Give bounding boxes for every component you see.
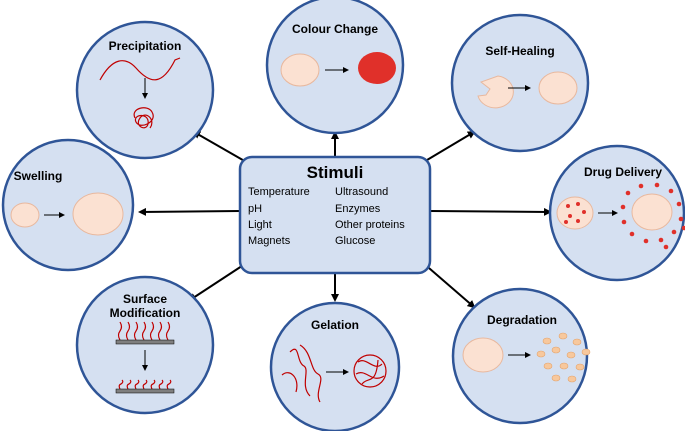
stimulus-item: Temperature — [248, 186, 310, 198]
substrate-bottom — [115, 388, 175, 394]
free-polymer-chains — [281, 344, 322, 403]
arrow-to-self-healing — [421, 130, 476, 164]
gelation-title: Gelation — [311, 318, 359, 332]
swollen-particle — [72, 192, 124, 236]
gelation-node: Gelation — [269, 301, 401, 431]
red-particle — [358, 52, 396, 84]
precipitation-title: Precipitation — [109, 39, 182, 53]
released-drug-molecules — [620, 182, 685, 250]
stimulus-item: pH — [248, 203, 262, 215]
arrow-to-drug-delivery — [429, 207, 552, 216]
self-healing-title: Self-Healing — [485, 44, 554, 58]
drug-delivery-title: Drug Delivery — [584, 165, 662, 179]
degraded-fragments — [536, 332, 591, 383]
loaded-carrier — [556, 196, 594, 230]
surface-modification-title-line1: Surface — [123, 292, 167, 306]
collapsed-brushes — [118, 379, 172, 390]
drug-molecules-inside — [564, 202, 586, 224]
stimulus-item: Light — [248, 219, 272, 231]
stimulus-item: Magnets — [248, 235, 291, 247]
degradation-node: Degradation — [451, 287, 591, 425]
swelling-node: Swelling — [1, 138, 135, 272]
stimulus-item: Enzymes — [335, 203, 381, 215]
drug-delivery-node: Drug Delivery — [548, 144, 685, 282]
stimuli-left-list: Temperature pH Light Magnets — [248, 186, 310, 247]
pale-particle — [280, 53, 320, 87]
intact-particle — [462, 337, 504, 373]
arrow-to-swelling — [138, 207, 241, 216]
arrow-to-surface-modification — [188, 261, 249, 302]
arrow-to-precipitation — [192, 131, 249, 164]
precipitation-node: Precipitation — [75, 20, 215, 160]
colour-change-title: Colour Change — [292, 22, 378, 36]
connector-arrows — [138, 130, 552, 309]
substrate-top — [115, 339, 175, 345]
stimulus-item: Other proteins — [335, 219, 405, 231]
degradation-title: Degradation — [487, 313, 557, 327]
healed-particle — [538, 71, 578, 105]
stimuli-right-list: Ultrasound Enzymes Other proteins Glucos… — [335, 186, 405, 247]
small-particle — [10, 202, 40, 228]
self-healing-node: Self-Healing — [450, 13, 590, 153]
damaged-particle — [477, 75, 514, 109]
surface-modification-node: Surface Modification — [75, 275, 215, 415]
swelling-title: Swelling — [14, 169, 63, 183]
stimulus-item: Glucose — [335, 235, 375, 247]
stimuli-title: Stimuli — [307, 163, 364, 182]
colour-change-node: Colour Change — [265, 0, 405, 135]
stimuli-box: Stimuli Temperature pH Light Magnets Ult… — [238, 155, 432, 275]
stimulus-item: Ultrasound — [335, 186, 388, 198]
surface-modification-title-line2: Modification — [110, 306, 181, 320]
extended-polymer-chain — [99, 57, 181, 81]
arrow-to-degradation — [421, 261, 476, 309]
collapsed-polymer-coil — [133, 107, 154, 129]
extended-brushes — [117, 321, 171, 341]
empty-carrier — [631, 193, 673, 231]
gel-network — [353, 354, 387, 388]
